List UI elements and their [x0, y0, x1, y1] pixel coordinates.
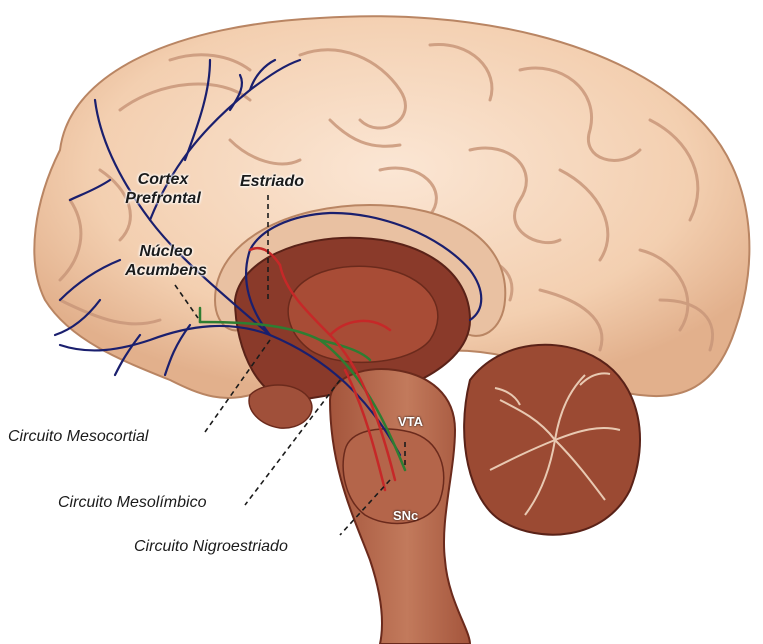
gyri-folds [58, 42, 714, 352]
cortex-prefrontal-label: Cortex Prefrontal [108, 170, 218, 208]
nucleo-acumbens-label: Núcleo Acumbens [118, 242, 214, 280]
nucleo-label-line1: Núcleo [139, 243, 193, 260]
thalamus [287, 265, 439, 364]
leader-lines [174, 195, 406, 536]
vta-label: VTA [398, 414, 424, 429]
nucleo-label-line2: Acumbens [125, 262, 207, 279]
mesolimbic-pathway [198, 306, 407, 472]
circuito-nigroestriado-label: Circuito Nigroestriado [134, 538, 288, 555]
nigrostriatal-pathway [248, 246, 397, 492]
cerebellum [463, 343, 641, 536]
cortex-label-line2: Prefrontal [125, 190, 201, 207]
circuito-mesocortial-label: Circuito Mesocortial [8, 428, 149, 445]
hypothalamus [248, 384, 313, 429]
estriado-label: Estriado [239, 173, 304, 190]
snc-label: SNc [393, 508, 419, 523]
circuito-mesolimbico-label: Circuito Mesolímbico [58, 494, 207, 511]
cortex-label-line1: Cortex [137, 171, 189, 188]
